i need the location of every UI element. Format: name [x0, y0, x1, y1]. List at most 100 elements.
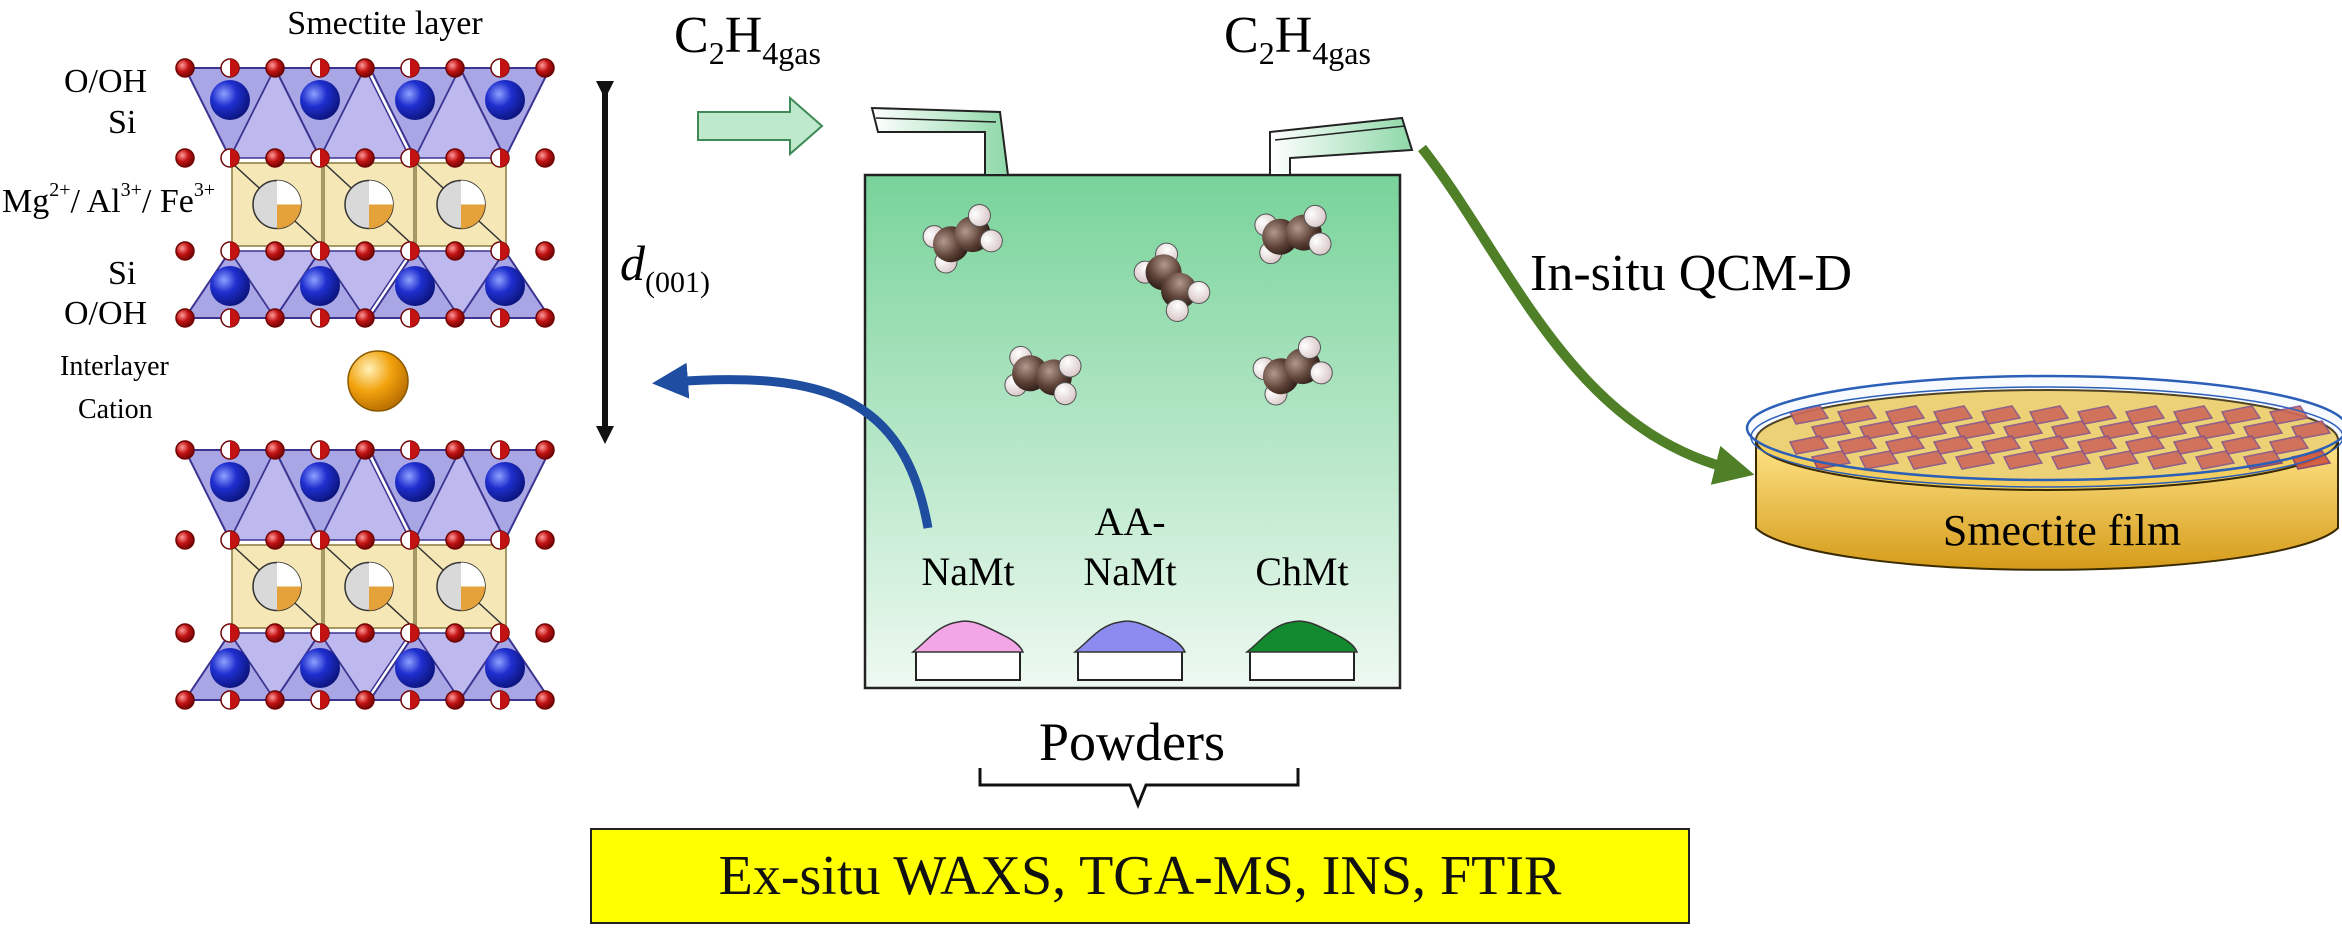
oxygen-atom — [445, 308, 465, 328]
powder-heap — [1072, 620, 1187, 653]
gas-inlet-label: C2H4gas — [674, 7, 821, 71]
methods-label: Ex-situ WAXS, TGA-MS, INS, FTIR — [718, 845, 1562, 907]
silicon-atom — [485, 80, 525, 120]
film-crystal — [2194, 450, 2236, 470]
film-crystal — [1906, 420, 1948, 440]
hydroxyl-half — [320, 691, 329, 709]
oxygen-atom — [355, 308, 375, 328]
film-crystal — [1788, 405, 1830, 425]
powders-label: Powders — [1039, 712, 1225, 772]
hydroxyl-half — [230, 531, 239, 549]
film-crystal — [2124, 435, 2166, 455]
film-crystal — [2242, 420, 2284, 440]
hydroxyl-half — [500, 624, 509, 642]
silicon-atom — [210, 462, 250, 502]
hydrogen-atom — [1058, 354, 1082, 378]
oxygen-atom — [175, 308, 195, 328]
film-crystal — [1884, 435, 1926, 455]
qcm-label: In-situ QCM-D — [1530, 245, 1852, 302]
oxygen-atom — [535, 241, 555, 261]
film-crystal — [2268, 435, 2310, 455]
hydroxyl-half — [230, 309, 239, 327]
film-crystal — [2028, 435, 2070, 455]
film-crystal — [1836, 435, 1878, 455]
film-crystal — [1980, 405, 2022, 425]
film-crystal — [1906, 450, 1948, 470]
sample-holder — [1077, 649, 1183, 681]
hydrogen-atom — [1165, 298, 1189, 322]
oxygen-atom — [535, 623, 555, 643]
silicon-atom — [485, 462, 525, 502]
oxygen-atom — [175, 148, 195, 168]
film-crystal — [2290, 420, 2332, 440]
octahedral-metal-sector — [369, 562, 393, 587]
powder-heap — [1244, 620, 1359, 653]
silicon-label-top: Si — [108, 104, 136, 141]
hydroxyl-half — [230, 624, 239, 642]
octahedral-metal-sector — [461, 586, 485, 611]
oxygen-atom — [265, 623, 285, 643]
smectite-structure: Smectite layer O/OH Si Mg2+/ Al3+/ Fe3+ … — [2, 5, 710, 710]
hydroxyl-half — [500, 309, 509, 327]
silicon-label-bottom: Si — [108, 255, 136, 292]
hydroxyl-half — [320, 309, 329, 327]
oxygen-atom — [265, 241, 285, 261]
hydrogen-atom — [1053, 382, 1077, 406]
interlayer-cation — [347, 350, 409, 412]
silicon-atom — [210, 80, 250, 120]
octahedral-metal-sector — [277, 204, 301, 229]
film-crystal — [1932, 405, 1974, 425]
film-crystal — [1810, 420, 1852, 440]
hydrogen-atom — [1297, 335, 1321, 359]
film-crystal — [1788, 435, 1830, 455]
ethylene-molecule — [1004, 345, 1082, 406]
oxygen-atom — [445, 241, 465, 261]
oxygen-atom — [175, 58, 195, 78]
silicon-atom — [395, 80, 435, 120]
film-crystal — [2098, 420, 2140, 440]
oxygen-atom — [355, 241, 375, 261]
structure-title: Smectite layer — [287, 5, 483, 42]
gas-outlet: C2H4gas — [1224, 7, 1371, 71]
oxygen-atom — [445, 58, 465, 78]
oxygen-atom — [265, 440, 285, 460]
octahedral-metal-sector — [461, 204, 485, 229]
oxygen-atom — [445, 623, 465, 643]
octahedral-metal-sector — [369, 586, 393, 611]
ethylene-molecule — [1254, 204, 1332, 265]
methods-box: Ex-situ WAXS, TGA-MS, INS, FTIR — [590, 828, 1690, 924]
hydrogen-atom — [1303, 204, 1327, 228]
lower-clay-layer — [175, 440, 555, 710]
oxygen-atom — [355, 623, 375, 643]
oxygen-atom — [535, 308, 555, 328]
oxygen-atom — [175, 241, 195, 261]
film-crystal — [2076, 405, 2118, 425]
film-crystal — [1836, 405, 1878, 425]
hydrogen-atom — [1187, 280, 1211, 304]
oxygen-atom — [535, 530, 555, 550]
ethylene-molecule — [1252, 335, 1333, 406]
silicon-atom — [300, 80, 340, 120]
oxygen-atom — [355, 690, 375, 710]
ethylene-molecules — [922, 203, 1333, 406]
interlayer-label-line2: Cation — [78, 394, 153, 425]
oxygen-atom — [445, 690, 465, 710]
oxygen-atom — [175, 530, 195, 550]
hydrogen-atom — [979, 229, 1003, 253]
silicon-atom — [485, 648, 525, 688]
hydroxyl-half — [320, 531, 329, 549]
hydroxyl-half — [230, 149, 239, 167]
film-crystal — [2220, 405, 2262, 425]
octahedral-metal-sector — [369, 204, 393, 229]
hydroxyl-half — [230, 59, 239, 77]
film-crystal — [2050, 420, 2092, 440]
interlayer-label-line1: Interlayer — [60, 351, 169, 382]
oxygen-atom — [175, 623, 195, 643]
film-crystal — [2172, 405, 2214, 425]
oxygen-atom — [265, 530, 285, 550]
smectite-film-dish: Smectite film — [1745, 374, 2342, 571]
sample-label: ChMt — [1255, 549, 1348, 594]
sample-label: AA- — [1094, 499, 1165, 544]
